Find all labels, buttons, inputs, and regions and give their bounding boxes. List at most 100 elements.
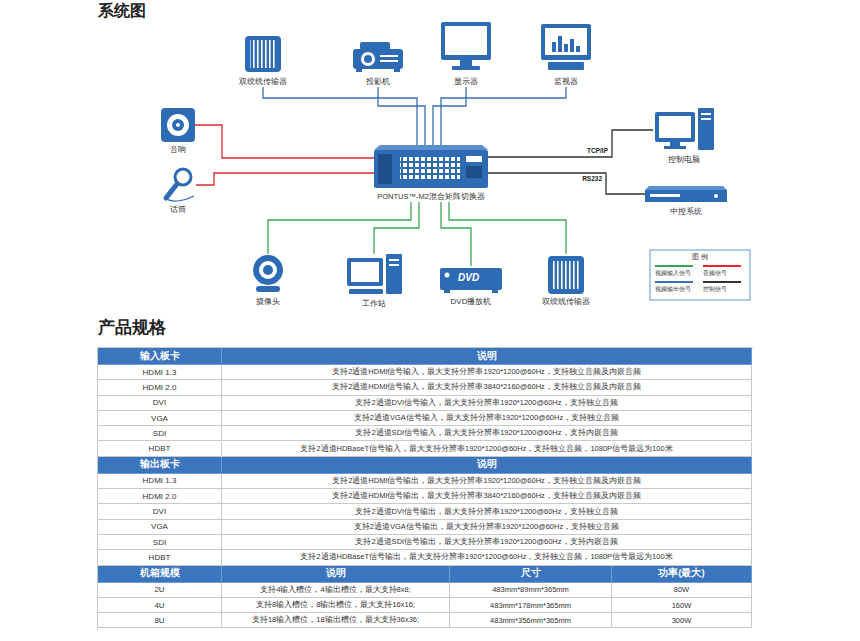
device-label: PONTUS™-M2混合矩阵切换器 bbox=[377, 192, 485, 202]
projector-icon-part bbox=[380, 55, 398, 57]
projector-icon-part bbox=[356, 69, 362, 72]
control-system-icon-part bbox=[645, 186, 727, 190]
device-label: 中控系统 bbox=[670, 207, 702, 217]
projector-icon-part bbox=[394, 69, 400, 72]
icon-space bbox=[684, 108, 685, 152]
legend-entry: 视频输出信号 bbox=[655, 281, 693, 293]
table-cell: 支持8输入槽位，8输出槽位，最大支持16x16; bbox=[222, 598, 450, 613]
table-cell: HDMI 1.3 bbox=[98, 365, 222, 380]
microphone-icon-part bbox=[166, 184, 177, 198]
device-node: 投影机 bbox=[352, 40, 404, 87]
monitor-icon-part bbox=[570, 39, 574, 52]
device-label: DVD播放机 bbox=[451, 297, 492, 307]
transmitter-icon bbox=[548, 256, 584, 294]
camera-icon-part bbox=[263, 265, 273, 275]
table-header-cell: 输入板卡 bbox=[98, 348, 222, 365]
table-header-cell: 尺寸 bbox=[450, 566, 612, 583]
signal-wire bbox=[195, 125, 374, 158]
table-cell: 支持2通道HDMI信号输出，最大支持分辨率3840*2160@60Hz，支持独立… bbox=[222, 489, 752, 504]
device-node: 摄像头 bbox=[248, 254, 288, 307]
computer-icon bbox=[655, 108, 714, 150]
icon-space bbox=[178, 108, 179, 142]
table-cell: 支持2通道DVI信号输出，最大支持分辨率1920*1200@60Hz，支持独立音… bbox=[222, 504, 752, 519]
computer-icon-part bbox=[698, 108, 714, 150]
device-node: 双绞线传输器 bbox=[237, 36, 289, 87]
device-label: 控制电脑 bbox=[668, 155, 700, 165]
diagram-title: 系统图 bbox=[98, 1, 146, 22]
table-header-cell: 说明 bbox=[222, 566, 450, 583]
dvd-player-icon bbox=[440, 268, 502, 293]
monitor-icon-part bbox=[558, 36, 562, 52]
computer-icon-part bbox=[701, 118, 711, 120]
table-cell: SDI bbox=[98, 426, 222, 441]
control-system-icon-part bbox=[645, 190, 727, 202]
camera-icon-part bbox=[253, 255, 283, 285]
table-cell: HDBT bbox=[98, 550, 222, 565]
camera-icon bbox=[253, 255, 283, 292]
computer-icon-part bbox=[670, 142, 680, 146]
edge-label: RS232 bbox=[581, 175, 603, 183]
control-system-icon bbox=[645, 186, 727, 202]
display-icon-part bbox=[452, 66, 480, 70]
matrix-switcher-icon-part bbox=[466, 156, 482, 162]
signal-wire bbox=[488, 173, 645, 194]
matrix-switcher-icon-part bbox=[400, 156, 460, 180]
legend-text: 视频输入信号 bbox=[655, 269, 693, 277]
signal-wire bbox=[488, 130, 653, 157]
device-node: 双绞线传输器 bbox=[540, 254, 592, 307]
table-cell: VGA bbox=[98, 411, 222, 426]
table-cell: 483mm*356mm*365mm bbox=[450, 613, 612, 628]
legend-entry: 视频输入信号 bbox=[655, 265, 693, 277]
projector-icon-part bbox=[380, 60, 398, 62]
table-cell: DVI bbox=[98, 396, 222, 411]
workstation-icon-part bbox=[347, 258, 383, 286]
table-cell: 483mm*178mm*365mm bbox=[450, 598, 612, 613]
device-node: 监视器 bbox=[541, 24, 591, 87]
device-label: 摄像头 bbox=[256, 297, 280, 307]
icon-space bbox=[374, 254, 375, 296]
workstation-icon-part bbox=[351, 262, 379, 282]
table-header-cell: 说明 bbox=[222, 348, 752, 365]
computer-icon-part bbox=[701, 113, 711, 115]
table-cell: 80W bbox=[612, 583, 752, 598]
computer-icon-part bbox=[655, 112, 695, 142]
icon-space bbox=[566, 24, 567, 74]
table-cell: HDMI 2.0 bbox=[98, 489, 222, 504]
table-cell: 160W bbox=[612, 598, 752, 613]
monitor-icon-part bbox=[548, 62, 584, 70]
table-cell: HDMI 2.0 bbox=[98, 380, 222, 395]
camera-icon-part bbox=[259, 261, 277, 279]
signal-wire bbox=[374, 202, 419, 254]
legend-frame bbox=[650, 250, 750, 300]
legend-swatch bbox=[703, 281, 741, 283]
table-cell: HDBT bbox=[98, 442, 222, 457]
icon-space bbox=[431, 145, 432, 189]
dvd-player-icon-part bbox=[492, 290, 498, 293]
table-cell: 支持4输入槽位，4输出槽位，最大支持8x8; bbox=[222, 583, 450, 598]
workstation-icon bbox=[347, 254, 402, 294]
transmitter-icon-part bbox=[553, 261, 579, 289]
legend-title: 图 例 bbox=[650, 253, 750, 262]
signal-wire bbox=[378, 87, 425, 145]
table-header-cell: 机箱规模 bbox=[98, 566, 222, 583]
table-cell: 支持18输入槽位，18输出槽位，最大支持36x36; bbox=[222, 613, 450, 628]
speaker-icon bbox=[161, 108, 195, 142]
transmitter-icon-part bbox=[548, 256, 584, 294]
projector-icon-part bbox=[353, 49, 403, 69]
camera-icon-part bbox=[256, 286, 280, 292]
matrix-switcher-icon-part bbox=[466, 166, 482, 178]
device-node: 显示器 bbox=[441, 22, 491, 87]
monitor-icon-part bbox=[552, 42, 556, 52]
signal-wire bbox=[449, 202, 566, 254]
computer-icon-part bbox=[664, 146, 686, 149]
table-header-cell: 说明 bbox=[222, 457, 752, 474]
matrix-switcher-icon-part bbox=[374, 150, 488, 188]
transmitter-icon-part bbox=[250, 40, 276, 68]
dvd-logo: DVD bbox=[458, 272, 479, 284]
table-cell: 支持2通道HDMI信号输出，最大支持分辨率1920*1200@60Hz，支持独立… bbox=[222, 474, 752, 489]
device-label: 双绞线传输器 bbox=[239, 77, 287, 87]
legend-text: 控制信号 bbox=[703, 285, 741, 293]
table-cell: 支持2通道DVI信号输入，最大支持分辨率1920*1200@60Hz，支持独立音… bbox=[222, 396, 752, 411]
signal-wire bbox=[196, 173, 374, 185]
table-cell: 支持2通道HDMI信号输入，最大支持分辨率1920*1200@60Hz，支持独立… bbox=[222, 365, 752, 380]
